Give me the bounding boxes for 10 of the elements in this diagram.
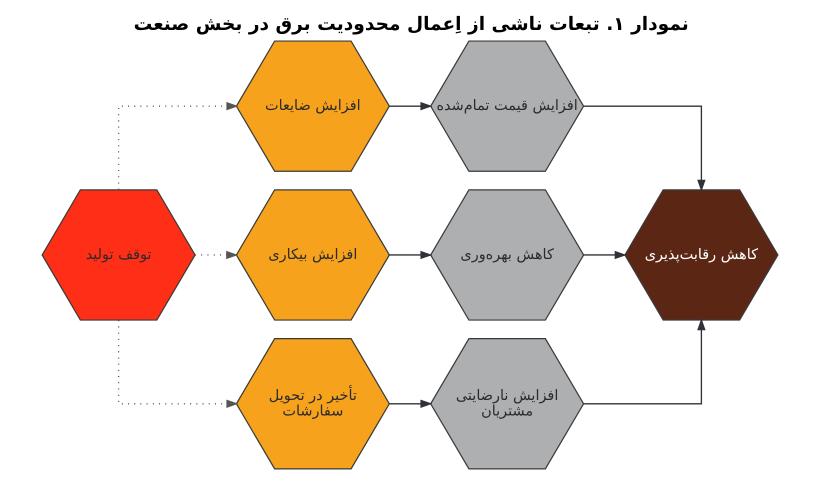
arrow [389, 400, 432, 408]
arrow [195, 250, 238, 260]
arrow [389, 250, 432, 260]
arrow [118, 320, 238, 408]
arrow [389, 102, 432, 110]
arrow [118, 102, 238, 190]
diagram-title: نمودار ۱. تبعات ناشی از اِعمال محدودیت برق در بخش صنعت [134, 14, 689, 36]
arrow [584, 250, 627, 260]
arrow [584, 106, 706, 192]
arrow [584, 318, 706, 404]
